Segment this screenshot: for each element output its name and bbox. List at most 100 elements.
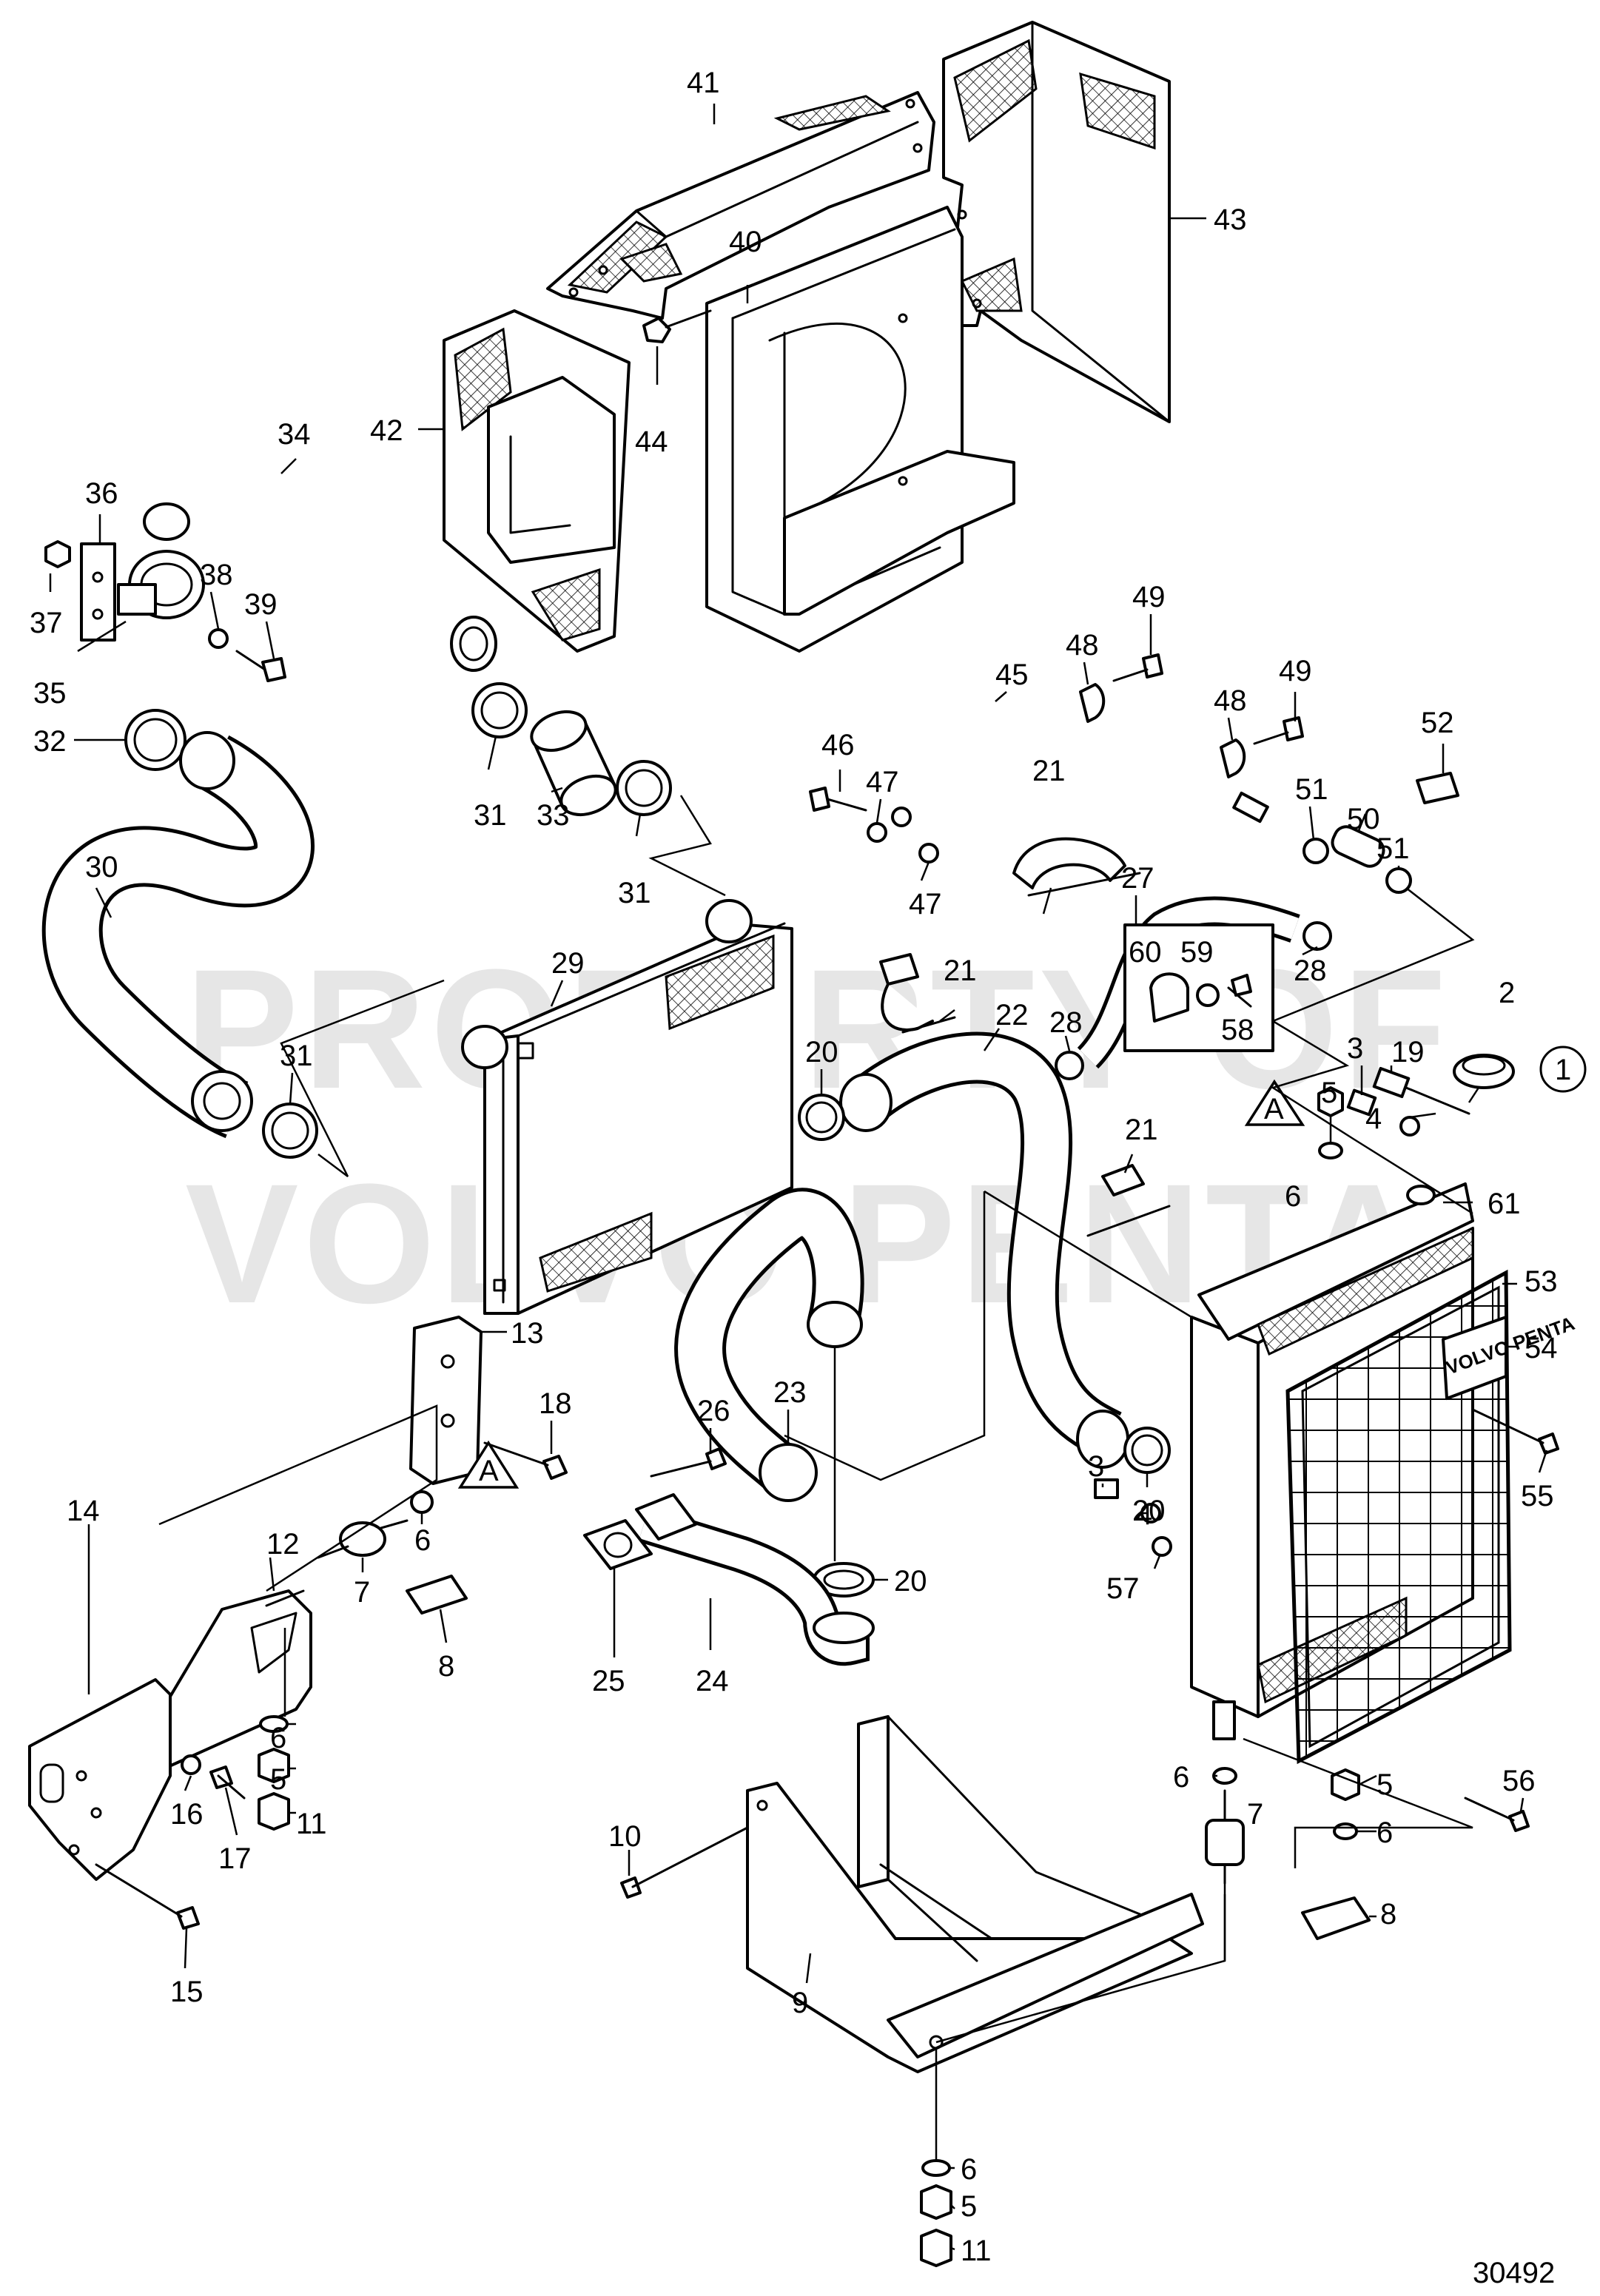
callout-35: 35 bbox=[33, 677, 67, 710]
bolt-49-a bbox=[1112, 653, 1163, 682]
pipe-45 bbox=[891, 689, 1269, 827]
callout-52: 52 bbox=[1421, 707, 1454, 739]
plug-57 bbox=[1152, 1536, 1172, 1557]
callout-22: 22 bbox=[995, 999, 1029, 1031]
callout-32: 32 bbox=[33, 725, 67, 758]
clamp-35 bbox=[117, 550, 205, 619]
side-shroud-43 bbox=[942, 21, 1171, 423]
bolt-26 bbox=[650, 1447, 727, 1478]
bolt-39 bbox=[235, 650, 286, 682]
clamp-31-b bbox=[616, 760, 672, 816]
clamp-31-c bbox=[262, 1102, 318, 1159]
washer-16 bbox=[181, 1754, 201, 1775]
callout-23: 23 bbox=[773, 1376, 807, 1409]
reference-marker-1: A bbox=[1264, 1093, 1284, 1125]
callout-6: 6 bbox=[1285, 1180, 1301, 1213]
side-panel-42 bbox=[443, 309, 631, 653]
callout-33: 33 bbox=[537, 799, 570, 832]
callout-59: 59 bbox=[1180, 936, 1214, 969]
callout-6: 6 bbox=[961, 2153, 977, 2186]
bracket-21-b bbox=[879, 953, 956, 1034]
callout-41: 41 bbox=[687, 67, 720, 99]
callout-37: 37 bbox=[30, 607, 63, 639]
callout-56: 56 bbox=[1502, 1765, 1536, 1797]
callout-50: 50 bbox=[1347, 803, 1380, 835]
callout-18: 18 bbox=[539, 1387, 572, 1420]
callout-57: 57 bbox=[1106, 1572, 1140, 1605]
callout-46: 46 bbox=[821, 729, 855, 761]
hose-50 bbox=[1331, 825, 1385, 868]
callout-54: 54 bbox=[1525, 1332, 1558, 1364]
callout-3: 3 bbox=[1088, 1450, 1104, 1483]
reference-triangle-2: A bbox=[457, 1440, 520, 1489]
pipe-24 bbox=[635, 1493, 875, 1666]
callout-36: 36 bbox=[85, 477, 118, 510]
callout-20: 20 bbox=[1132, 1495, 1166, 1527]
callout-19: 19 bbox=[1391, 1036, 1425, 1068]
callout-5: 5 bbox=[1377, 1768, 1393, 1801]
callout-51: 51 bbox=[1377, 832, 1410, 865]
bolt-15 bbox=[95, 1863, 200, 1930]
callout-21: 21 bbox=[1032, 755, 1066, 787]
bracket-21-c bbox=[1086, 1164, 1171, 1237]
nut-11-b bbox=[258, 1792, 290, 1831]
drawing-number: 30492 bbox=[1473, 2257, 1555, 2289]
mount-7-b bbox=[1205, 1789, 1245, 1885]
hose-34 bbox=[131, 411, 498, 672]
callout-43: 43 bbox=[1214, 203, 1247, 236]
callout-61: 61 bbox=[1488, 1188, 1521, 1220]
washer-6-d bbox=[921, 2159, 951, 2177]
sensor-19 bbox=[1372, 1066, 1470, 1115]
callout-5: 5 bbox=[961, 2190, 977, 2223]
bolt-10 bbox=[620, 1826, 749, 1899]
clip-48-b bbox=[1220, 738, 1246, 778]
callout-6: 6 bbox=[1377, 1817, 1393, 1849]
bolt-17 bbox=[209, 1765, 246, 1800]
callout-31: 31 bbox=[474, 799, 507, 832]
bolt-55 bbox=[1471, 1408, 1559, 1455]
callout-21: 21 bbox=[1125, 1114, 1158, 1146]
callout-8: 8 bbox=[1380, 1898, 1396, 1930]
callout-58: 58 bbox=[1221, 1014, 1254, 1046]
callout-44: 44 bbox=[635, 425, 668, 458]
callout-31: 31 bbox=[280, 1040, 313, 1072]
reference-triangle-1: A bbox=[1244, 1079, 1305, 1126]
nut-11-a bbox=[920, 2229, 952, 2267]
bracket-21-a bbox=[1012, 837, 1141, 897]
clamp-28-a bbox=[1302, 921, 1332, 951]
callout-8: 8 bbox=[438, 1650, 454, 1683]
callout-28: 28 bbox=[1049, 1006, 1083, 1039]
callout-5: 5 bbox=[1321, 1077, 1337, 1109]
upper-shroud-41 bbox=[546, 91, 935, 320]
callout-24: 24 bbox=[696, 1665, 729, 1697]
callout-21: 21 bbox=[944, 955, 977, 987]
nut-5-d bbox=[258, 1748, 290, 1783]
clip-48-a bbox=[1079, 683, 1106, 723]
callout-7: 7 bbox=[1247, 1798, 1263, 1831]
callout-30: 30 bbox=[85, 851, 118, 883]
callout-29: 29 bbox=[551, 947, 585, 980]
bracket-36 bbox=[80, 542, 116, 642]
nut-5-c bbox=[920, 2184, 952, 2220]
callout-40: 40 bbox=[729, 226, 762, 258]
callout-13: 13 bbox=[511, 1317, 544, 1350]
clamp-20-b bbox=[1123, 1427, 1171, 1474]
callout-49: 49 bbox=[1279, 655, 1312, 687]
clamp-28-b bbox=[1055, 1051, 1084, 1080]
callout-7: 7 bbox=[354, 1576, 370, 1609]
clamp-20-a bbox=[798, 1094, 845, 1141]
fan-shroud-40 bbox=[705, 206, 1015, 653]
callout-9: 9 bbox=[792, 1987, 808, 2019]
mount-7-a bbox=[317, 1519, 409, 1559]
callout-27: 27 bbox=[1121, 862, 1154, 895]
callout-6: 6 bbox=[1173, 1761, 1189, 1794]
callout-48: 48 bbox=[1066, 629, 1099, 661]
bolt-18 bbox=[483, 1441, 568, 1480]
callout-45: 45 bbox=[995, 659, 1029, 691]
callout-6: 6 bbox=[414, 1524, 431, 1557]
group-marker: 1 bbox=[1539, 1046, 1587, 1093]
callout-3: 3 bbox=[1347, 1032, 1363, 1065]
callout-47: 47 bbox=[909, 888, 942, 920]
nut-37 bbox=[44, 540, 71, 568]
